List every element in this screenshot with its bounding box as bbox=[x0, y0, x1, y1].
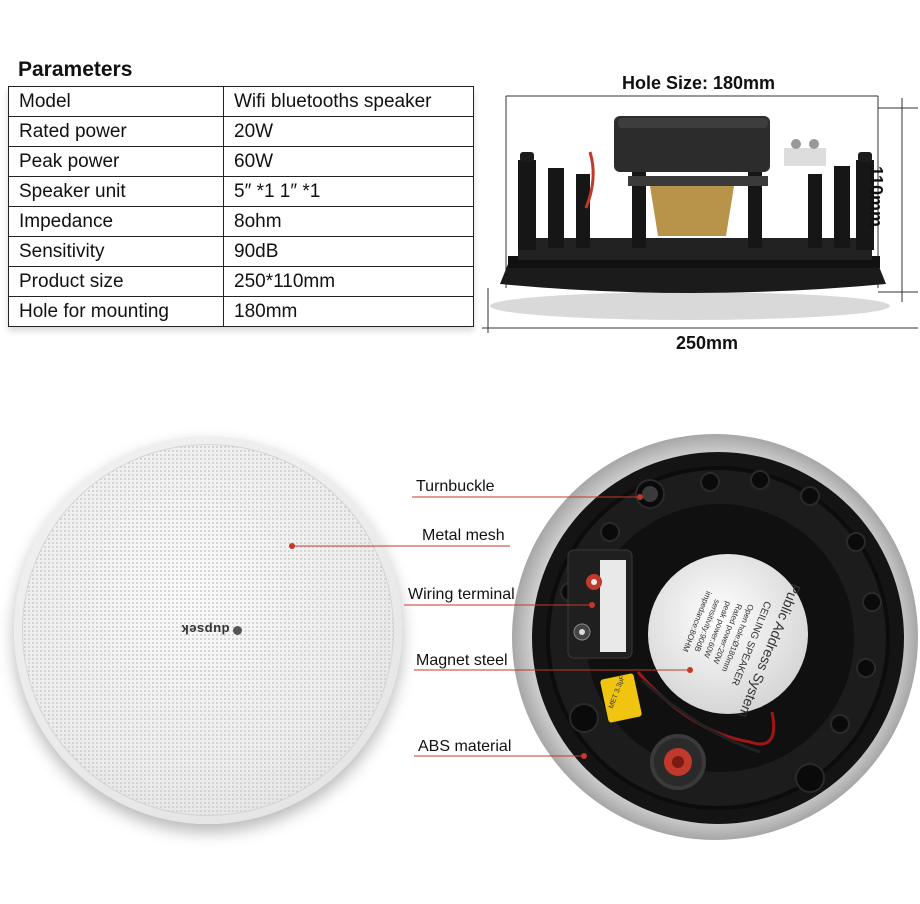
param-key: Sensitivity bbox=[8, 236, 224, 267]
param-value: 8ohm bbox=[223, 206, 474, 237]
metal-mesh bbox=[22, 444, 394, 816]
speaker-back-view: Public Address System CEILING SPEAKER Op… bbox=[512, 434, 918, 840]
callout-abs-material: ABS material bbox=[418, 738, 512, 755]
param-value: 5″ *1 1″ *1 bbox=[223, 176, 474, 207]
param-key: Hole for mounting bbox=[8, 296, 224, 327]
height-label: 110mm bbox=[866, 166, 886, 228]
width-label: 250mm bbox=[676, 333, 739, 353]
param-value: 90dB bbox=[223, 236, 474, 267]
table-row: Rated power 20W bbox=[8, 116, 474, 147]
logo-dot-icon bbox=[233, 626, 242, 635]
param-key: Product size bbox=[8, 266, 224, 297]
callout-wiring-terminal: Wiring terminal bbox=[408, 586, 515, 603]
hole-size-label: Hole Size: 180mm bbox=[622, 73, 776, 93]
parameters-table: Model Wifi bluetooths speaker Rated powe… bbox=[8, 86, 474, 327]
table-row: Model Wifi bluetooths speaker bbox=[8, 86, 474, 117]
param-key: Rated power bbox=[8, 116, 224, 147]
param-value: Wifi bluetooths speaker bbox=[223, 86, 474, 117]
table-row: Speaker unit 5″ *1 1″ *1 bbox=[8, 176, 474, 207]
parameters-title: Parameters bbox=[18, 58, 133, 81]
speaker-side-view bbox=[482, 95, 918, 333]
callout-metal-mesh: Metal mesh bbox=[422, 527, 505, 544]
table-row: Impedance 8ohm bbox=[8, 206, 474, 237]
param-key: Peak power bbox=[8, 146, 224, 177]
callout-magnet-steel: Magnet steel bbox=[416, 652, 508, 669]
param-key: Impedance bbox=[8, 206, 224, 237]
param-value: 250*110mm bbox=[223, 266, 474, 297]
speaker-front-grille bbox=[14, 436, 402, 824]
param-key: Model bbox=[8, 86, 224, 117]
table-row: Hole for mounting 180mm bbox=[8, 296, 474, 327]
table-row: Sensitivity 90dB bbox=[8, 236, 474, 267]
param-value: 180mm bbox=[223, 296, 474, 327]
param-key: Speaker unit bbox=[8, 176, 224, 207]
table-row: Peak power 60W bbox=[8, 146, 474, 177]
brand-logo: dupsek bbox=[181, 622, 230, 637]
param-value: 20W bbox=[223, 116, 474, 147]
callout-turnbuckle: Turnbuckle bbox=[416, 478, 495, 495]
param-value: 60W bbox=[223, 146, 474, 177]
table-row: Product size 250*110mm bbox=[8, 266, 474, 297]
